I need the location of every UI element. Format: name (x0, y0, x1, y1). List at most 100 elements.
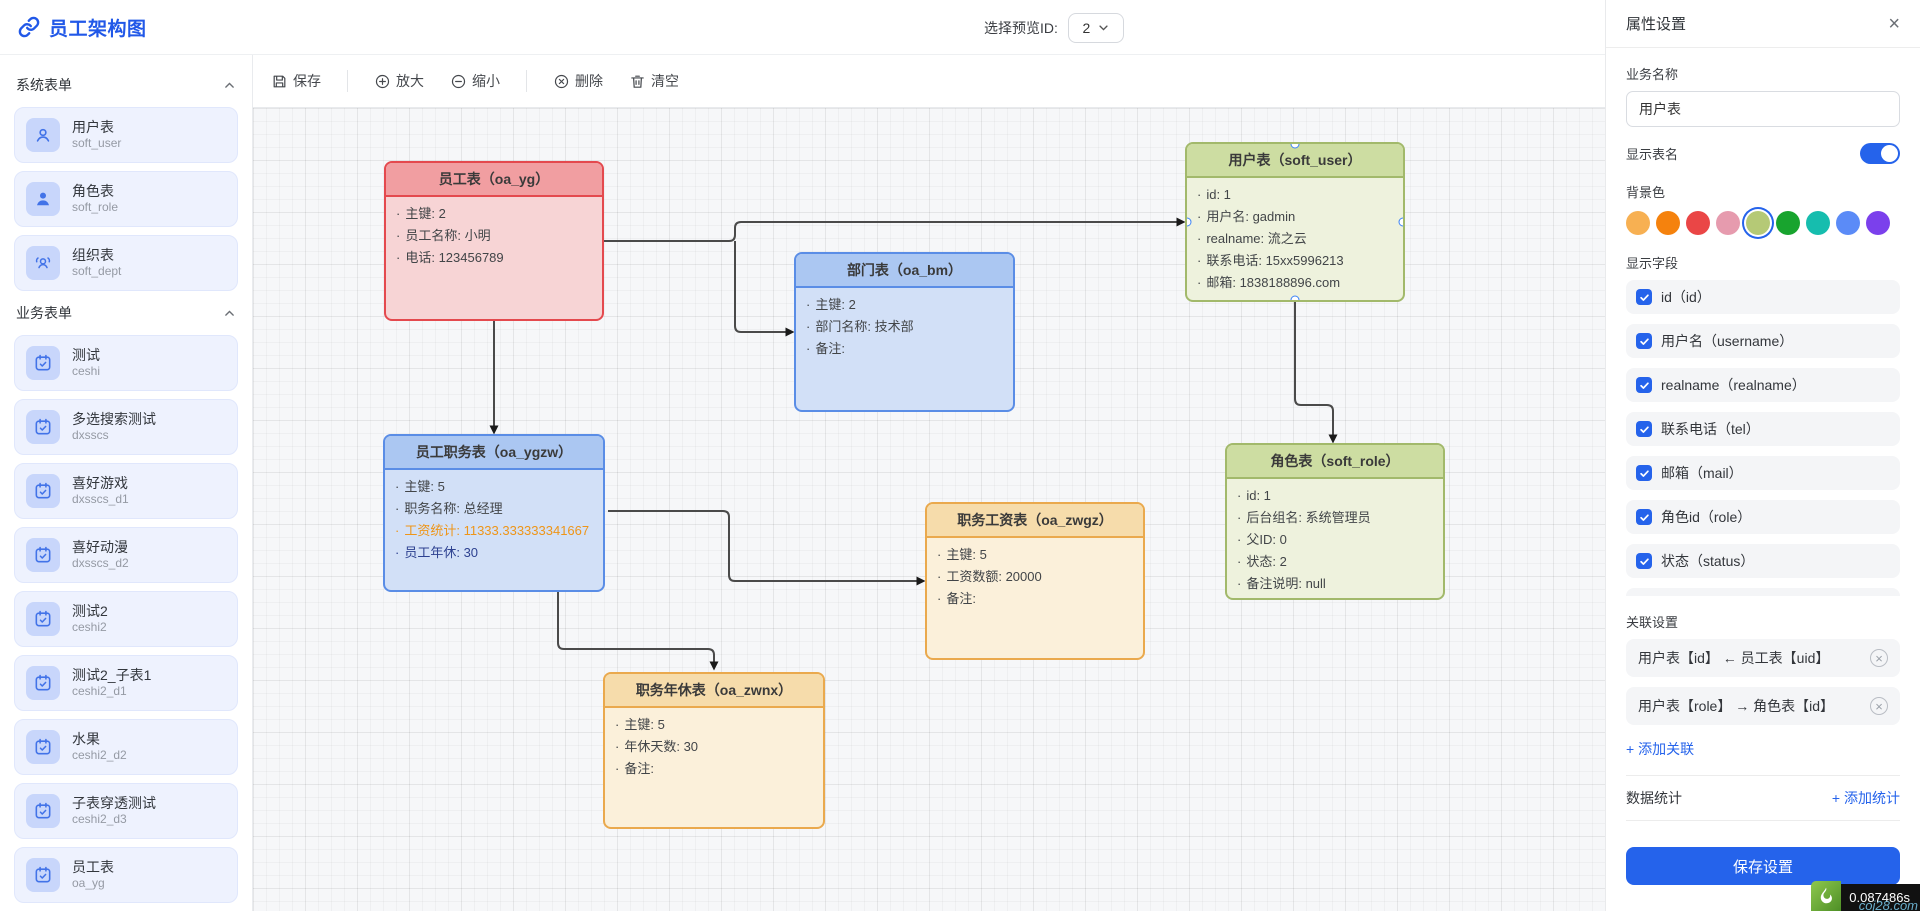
sidebar-item-code: dxsscs (72, 428, 109, 442)
field-row-5[interactable]: 角色id（role） (1626, 500, 1900, 534)
table-node-row: · (1197, 294, 1393, 300)
chevron-up-icon[interactable] (223, 307, 236, 320)
business-name-input[interactable] (1626, 91, 1900, 127)
relations-list: 用户表【id】 ← 员工表【uid】×用户表【role】 → 角色表【id】× (1626, 639, 1900, 725)
zoom-in-button[interactable]: 放大 (374, 71, 424, 91)
color-swatch-0[interactable] (1626, 211, 1650, 235)
save-settings-button[interactable]: 保存设置 (1626, 847, 1900, 885)
zoom-out-button[interactable]: 缩小 (450, 71, 500, 91)
checkbox-checked-icon[interactable] (1636, 553, 1652, 569)
field-row-0[interactable]: id（id） (1626, 280, 1900, 314)
clear-button[interactable]: 清空 (629, 71, 679, 91)
color-swatch-4[interactable] (1746, 211, 1770, 235)
table-node-oa_bm[interactable]: 部门表（oa_bm）·主键: 2·部门名称: 技术部·备注: (794, 252, 1015, 412)
divider (1626, 775, 1900, 776)
relations-label: 关联设置 (1626, 615, 1679, 630)
table-node-row: · (1237, 595, 1433, 598)
relation-edge-0[interactable] (604, 217, 1186, 242)
preview-id-select[interactable]: 2 (1067, 12, 1124, 43)
toggle-knob (1881, 145, 1898, 162)
sidebar-item-code: dxsscs_d1 (72, 492, 129, 506)
zoomout-icon (450, 73, 467, 90)
toolbar-divider (526, 70, 527, 92)
table-node-soft_role[interactable]: 角色表（soft_role）·id: 1·后台组名: 系统管理员·父ID: 0·… (1225, 443, 1445, 600)
table-node-body: ·主键: 2·部门名称: 技术部·备注: (796, 288, 1013, 366)
table-node-row: ·工资数额: 20000 (937, 566, 1133, 588)
color-swatch-7[interactable] (1836, 211, 1860, 235)
field-row-1[interactable]: 用户名（username） (1626, 324, 1900, 358)
save-button[interactable]: 保存 (271, 71, 321, 91)
bullet-icon: · (806, 319, 811, 334)
dept-icon (26, 246, 60, 280)
table-node-row-text: 后台组名: 系统管理员 (1246, 510, 1371, 525)
checkbox-checked-icon[interactable] (1636, 465, 1652, 481)
relation-edge-4[interactable] (557, 592, 719, 671)
color-swatch-5[interactable] (1776, 211, 1800, 235)
relation-edge-3[interactable] (608, 510, 926, 586)
field-row-2[interactable]: realname（realname） (1626, 368, 1900, 402)
connection-handle[interactable] (1398, 217, 1403, 227)
remove-relation-icon[interactable]: × (1870, 649, 1888, 667)
remove-relation-icon[interactable]: × (1870, 697, 1888, 715)
table-node-row: ·realname: 流之云 (1197, 228, 1393, 250)
checkbox-checked-icon[interactable] (1636, 289, 1652, 305)
table-node-soft_user[interactable]: 用户表（soft_user）·id: 1·用户名: gadmin·realnam… (1185, 142, 1405, 302)
table-node-row-text: 主键: 5 (946, 547, 987, 562)
table-node-body: ·主键: 5·工资数额: 20000·备注: (927, 538, 1143, 616)
add-stats-link[interactable]: + 添加统计 (1831, 790, 1900, 806)
chevron-up-icon[interactable] (223, 79, 236, 92)
field-label: 用户名（username） (1661, 333, 1794, 349)
checkbox-checked-icon[interactable] (1636, 421, 1652, 437)
trash-icon (629, 73, 646, 90)
diagram-canvas[interactable]: 员工表（oa_yg）·主键: 2·员工名称: 小明·电话: 123456789 部… (253, 108, 1605, 911)
toolbar-button-label: 保存 (293, 73, 321, 89)
checkbox-checked-icon[interactable] (1636, 377, 1652, 393)
section-header-business[interactable]: 业务表单 (16, 303, 236, 323)
table-node-oa_ygzw[interactable]: 员工职务表（oa_ygzw）·主键: 5·职务名称: 总经理·工资统计: 113… (383, 434, 605, 592)
show-table-name-toggle[interactable] (1860, 143, 1900, 164)
field-row-4[interactable]: 邮箱（mail） (1626, 456, 1900, 490)
checkbox-checked-icon[interactable] (1636, 509, 1652, 525)
divider (1626, 820, 1900, 821)
color-swatch-2[interactable] (1686, 211, 1710, 235)
table-node-body: ·主键: 5·年休天数: 30·备注: (605, 708, 823, 786)
color-swatch-3[interactable] (1716, 211, 1740, 235)
relation-edge-1[interactable] (734, 241, 795, 337)
checkbox-checked-icon[interactable] (1636, 333, 1652, 349)
delete-button[interactable]: 删除 (553, 71, 603, 91)
sidebar-item-name: 喜好动漫 (72, 539, 128, 555)
field-label: realname（realname） (1661, 377, 1806, 393)
field-row-6[interactable]: 状态（status） (1626, 544, 1900, 578)
form-icon (26, 858, 60, 892)
section-header-system[interactable]: 系统表单 (16, 75, 236, 95)
table-node-oa_zwnx[interactable]: 职务年休表（oa_zwnx）·主键: 5·年休天数: 30·备注: (603, 672, 825, 829)
field-row-3[interactable]: 联系电话（tel） (1626, 412, 1900, 446)
color-swatch-8[interactable] (1866, 211, 1890, 235)
relation-edge-5[interactable] (1294, 302, 1338, 444)
table-node-row: ·工资统计: 11333.333333341667 (395, 520, 593, 542)
add-relation-link[interactable]: + 添加关联 (1626, 741, 1695, 757)
preview-id-label: 选择预览ID: (984, 19, 1058, 36)
table-node-oa_yg[interactable]: 员工表（oa_yg）·主键: 2·员工名称: 小明·电话: 123456789 (384, 161, 604, 321)
table-node-oa_zwgz[interactable]: 职务工资表（oa_zwgz）·主键: 5·工资数额: 20000·备注: (925, 502, 1145, 660)
color-swatch-6[interactable] (1806, 211, 1830, 235)
connection-handle[interactable] (1290, 295, 1300, 300)
field-label: 状态（status） (1661, 553, 1755, 569)
close-icon[interactable]: × (1888, 12, 1900, 35)
color-swatch-1[interactable] (1656, 211, 1680, 235)
table-node-row: ·备注: (937, 588, 1133, 610)
